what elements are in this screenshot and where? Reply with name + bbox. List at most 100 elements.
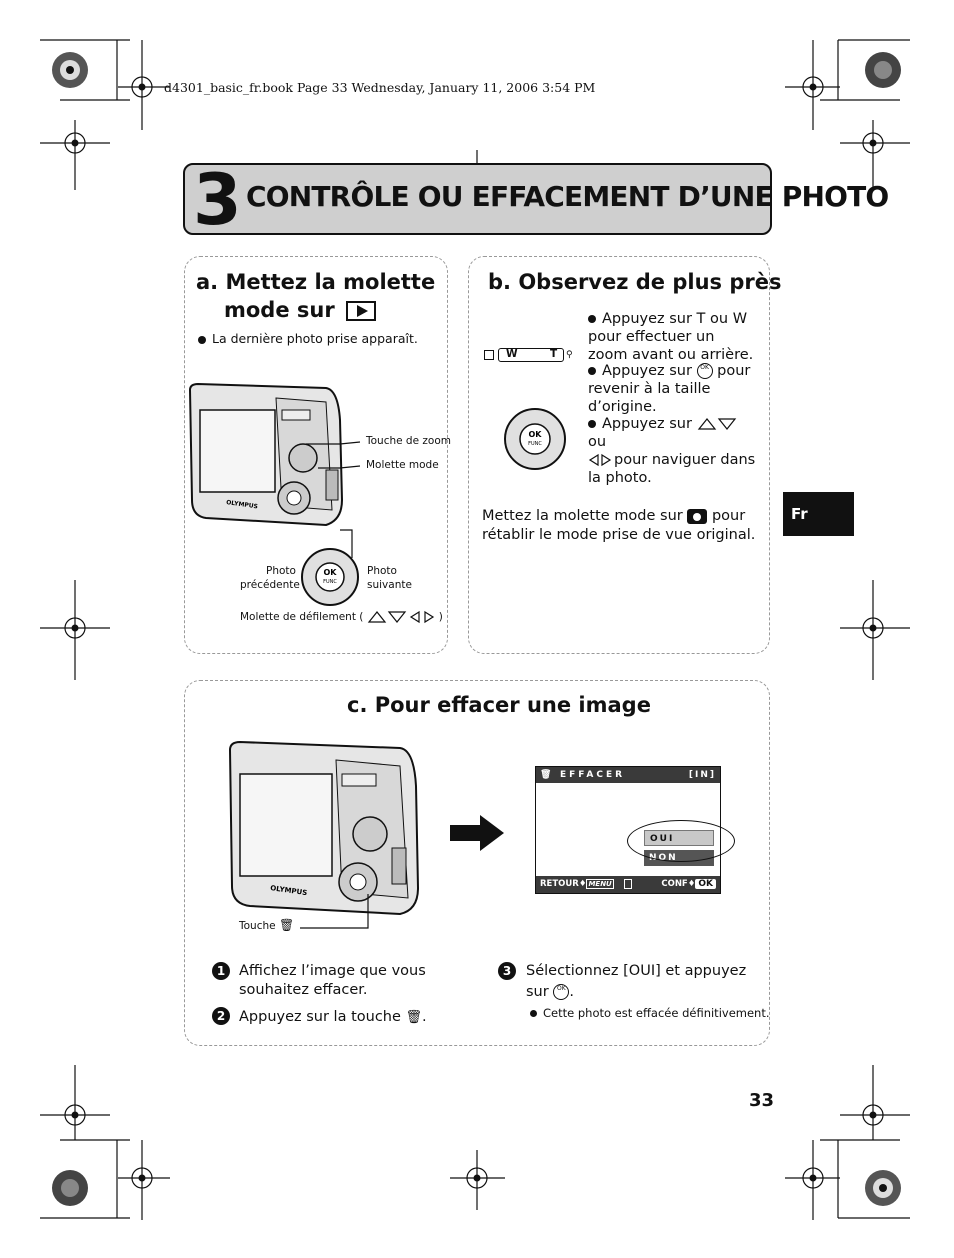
left-right-arrow-icon <box>588 453 612 467</box>
panel-b <box>468 256 770 654</box>
step-1-number: 1 <box>212 962 230 980</box>
lcd-memory-indicator: [IN] <box>688 770 716 780</box>
section-b-bullet-1: Appuyez sur T ou W pour effectuer un zoo… <box>588 310 758 364</box>
mode-return-note-a: Mettez la molette mode sur <box>482 508 683 524</box>
svg-text:FUNC: FUNC <box>323 579 337 585</box>
camera-back-illustration-a: OLYMPUS <box>188 382 344 527</box>
playback-icon <box>346 301 377 321</box>
zoom-t-label: T <box>550 348 558 360</box>
section-b-bullet-3: Appuyez sur ou pour naviguer dans la pho… <box>588 415 758 487</box>
ok-button-icon: OK <box>553 984 570 1000</box>
language-tab: Fr <box>783 492 854 536</box>
wide-icon <box>484 350 494 360</box>
zoom-instruction: Appuyez sur T ou W pour effectuer un zoo… <box>588 311 754 363</box>
lcd-menu-key: MENU <box>586 879 614 889</box>
zoom-lever-frame <box>498 348 564 362</box>
chapter-title: CONTRÔLE OU EFFACEMENT D’UNE PHOTO <box>246 180 889 213</box>
step-3-text-line2: sur OK. <box>526 983 574 1001</box>
delete-button-label-text: Touche <box>239 920 276 932</box>
zoom-w-label: W <box>506 348 518 360</box>
svg-text:OK: OK <box>529 430 543 439</box>
panel-a <box>184 256 448 654</box>
camera-mode-icon <box>687 508 708 524</box>
next-photo-label-1: Photo <box>367 565 397 577</box>
step-3-period: . <box>569 984 574 1000</box>
scroll-dial-label-end: ) <box>438 611 443 623</box>
chapter-banner <box>183 163 772 235</box>
zoom-lever: W T ⚲ <box>484 348 576 364</box>
step-3-bullet-text: Cette photo est effacée définitivement. <box>543 1006 770 1020</box>
right-arrow-icon <box>450 815 504 851</box>
arrow-pad-a: OK FUNC <box>301 548 359 606</box>
lcd-confirm-text: CONF <box>661 879 688 889</box>
navigate-instruction-b: pour naviguer dans la photo. <box>588 452 756 486</box>
step-2-number: 2 <box>212 1007 230 1025</box>
step-3-number: 3 <box>498 962 516 980</box>
step-1-text-line1: Affichez l’image que vous <box>239 963 426 979</box>
step-2: 2 <box>212 1007 230 1025</box>
prev-photo-label-1: Photo <box>266 565 296 577</box>
lcd-trash-icon: 🗑 <box>540 770 552 780</box>
scroll-dial-label-text: Molette de défilement ( <box>240 611 364 623</box>
lcd-confirm-hint: CONF♦OK <box>661 876 716 893</box>
lcd-ok-key: OK <box>695 879 716 889</box>
section-a-title-line1: a. Mettez la molette <box>196 270 436 294</box>
lcd-updown-icon <box>624 879 632 889</box>
lcd-back-text: RETOUR <box>540 879 579 889</box>
section-b-title: b. Observez de plus près <box>488 270 782 294</box>
scroll-dial-label: Molette de défilement ( ) <box>240 610 443 624</box>
section-a-bullet: La dernière photo prise apparaît. <box>198 331 418 346</box>
zoom-button-label: Touche de zoom <box>366 435 451 447</box>
step-3-text-line1: Sélectionnez [OUI] et appuyez <box>526 963 747 979</box>
lcd-title-bar: 🗑 EFFACER [IN] <box>536 767 720 783</box>
arrow-pad-b: OK FUNC <box>504 408 566 470</box>
mode-return-note-b: pour <box>711 508 746 524</box>
reset-instruction-b: pour revenir à la taille d’origine. <box>588 363 751 415</box>
trash-icon: 🗑 <box>278 918 295 932</box>
arrow-keys-icon <box>367 610 434 624</box>
step-3-bullet: Cette photo est effacée définitivement. <box>530 1006 770 1020</box>
bullet-icon <box>588 420 596 428</box>
step-3: 3 <box>498 962 516 980</box>
bullet-icon <box>588 367 596 375</box>
section-a-bullet-text: La dernière photo prise apparaît. <box>212 331 418 346</box>
step-2-text: Appuyez sur la touche 🗑. <box>239 1008 427 1027</box>
ok-button-icon: OK <box>696 363 713 379</box>
lcd-back-hint: RETOUR♦MENU <box>540 879 614 889</box>
mode-dial-label: Molette mode <box>366 459 439 471</box>
up-down-arrow-icon <box>697 418 736 430</box>
step-1: 1 <box>212 962 230 980</box>
callout-lines-a <box>306 441 361 558</box>
delete-button-label: Touche 🗑 <box>239 918 294 932</box>
navigate-instruction-or: ou <box>588 434 607 450</box>
step-2-period: . <box>422 1009 427 1025</box>
lcd-title: EFFACER <box>560 770 626 780</box>
mode-return-note-line1: Mettez la molette mode sur pour <box>482 507 745 525</box>
highlight-ellipse <box>627 820 735 862</box>
section-b-bullet-2: Appuyez sur OK pour revenir à la taille … <box>588 362 758 416</box>
camera-back-illustration-c: OLYMPUS <box>228 740 420 916</box>
bullet-icon <box>588 315 596 323</box>
book-file-info: d4301_basic_fr.book Page 33 Wednesday, J… <box>164 80 596 95</box>
mode-return-note-line2: rétablir le mode prise de vue original. <box>482 527 756 543</box>
step-3-sur: sur <box>526 984 549 1000</box>
page-number: 33 <box>749 1090 775 1111</box>
trash-icon: 🗑 <box>405 1010 423 1025</box>
navigate-instruction-a: Appuyez sur <box>602 416 692 432</box>
bullet-icon <box>198 335 206 344</box>
magnify-icon: ⚲ <box>566 350 573 360</box>
section-c-title: c. Pour effacer une image <box>347 693 651 717</box>
lcd-bottom-bar: RETOUR♦MENU CONF♦OK <box>536 876 720 893</box>
svg-text:OK: OK <box>324 568 338 577</box>
section-a-title-line2: mode sur <box>224 298 377 322</box>
next-photo-label-2: suivante <box>367 579 412 591</box>
step-1-text-line2: souhaitez effacer. <box>239 982 368 998</box>
panel-c <box>184 680 770 1046</box>
section-a-title-text: mode sur <box>224 298 335 322</box>
delete-button-callout <box>300 894 369 929</box>
step-2-text-line1: Appuyez sur la touche <box>239 1009 401 1025</box>
chapter-number: 3 <box>193 159 242 241</box>
reset-instruction-a: Appuyez sur <box>602 363 692 379</box>
bullet-icon <box>530 1010 537 1017</box>
